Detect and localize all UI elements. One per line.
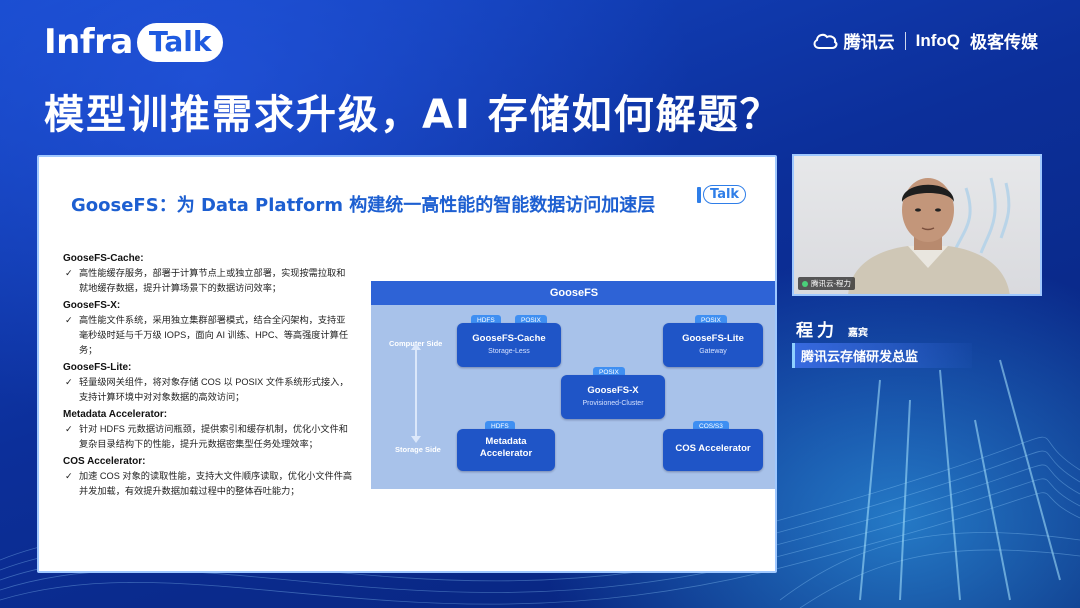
feature-item: ✓ 高性能文件系统，采用独立集群部署模式，结合全闪架构，支持亚毫秒级时延与千万级 … xyxy=(63,313,353,358)
talk-logo-pill: Talk xyxy=(703,185,747,204)
wall-decoration xyxy=(954,177,1011,254)
speaker-name: 程力 xyxy=(796,321,838,341)
node-subtitle: Storage-Less xyxy=(488,348,530,355)
camera-name-tag: 腾讯云-程力 xyxy=(798,277,855,290)
camera-name-label: 腾讯云-程力 xyxy=(811,279,851,288)
page-title: 模型训推需求升级，AI 存储如何解题？ xyxy=(44,92,782,138)
node-goosefs-x: GooseFS-X Provisioned-Cluster xyxy=(561,375,665,419)
node-metadata-accelerator: Metadata Accelerator xyxy=(457,429,555,471)
presentation-slide: GooseFS：为 Data Platform 构建统一高性能的智能数据访问加速… xyxy=(37,155,777,573)
goosefs-architecture-diagram: GooseFS Computer Side Storage Side HDFS … xyxy=(371,281,775,489)
speaker-title: 腾讯云存储研发总监 xyxy=(792,343,972,368)
feature-heading: GooseFS-X: xyxy=(63,300,121,311)
node-cos-accelerator: COS Accelerator xyxy=(663,429,763,471)
check-icon: ✓ xyxy=(65,315,73,325)
infratalk-logo: Infra Talk xyxy=(44,22,224,62)
logo-infra-text: Infra xyxy=(44,22,133,62)
speaker-portrait xyxy=(848,178,1010,294)
slide-talk-logo: Talk xyxy=(697,185,747,204)
infoq-brand: InfoQ xyxy=(916,31,960,51)
feature-item: ✓ 加速 COS 对象的读取性能，支持大文件顺序读取，优化小文件件高并发加载，有效… xyxy=(63,469,353,499)
check-icon: ✓ xyxy=(65,268,73,278)
brand-divider xyxy=(904,31,906,50)
logo-talk-pill: Talk xyxy=(136,22,224,62)
node-goosefs-cache: GooseFS-Cache Storage-Less xyxy=(457,323,561,367)
feature-heading: GooseFS-Cache: xyxy=(63,253,144,264)
diagram-header: GooseFS xyxy=(371,281,775,305)
sponsor-brands: 腾讯云 InfoQ 极客传媒 xyxy=(812,28,1038,53)
speaker-camera-feed: 腾讯云-程力 xyxy=(792,154,1042,296)
speaker-role: 嘉宾 xyxy=(848,328,868,339)
check-icon: ✓ xyxy=(65,424,73,434)
node-subtitle: Provisioned-Cluster xyxy=(582,400,644,407)
cloud-icon xyxy=(813,33,838,49)
node-title: COS Accelerator xyxy=(675,443,751,454)
node-title-line2: Accelerator xyxy=(479,448,533,459)
feature-list: GooseFS-Cache: ✓ 高性能缓存服务，部署于计算节点上或独立部署，实现… xyxy=(63,249,353,499)
double-arrow-icon xyxy=(411,343,421,443)
tencent-cloud-brand: 腾讯云 xyxy=(812,28,895,53)
node-title: GooseFS-Cache xyxy=(472,333,546,344)
storage-side-label: Storage Side xyxy=(395,445,441,454)
talk-logo-bar xyxy=(697,186,701,203)
feature-text: 高性能缓存服务，部署于计算节点上或独立部署，实现按需拉取和就地缓存数据，提升计算… xyxy=(79,268,346,293)
feature-heading: COS Accelerator: xyxy=(63,456,146,467)
infoq-label: InfoQ xyxy=(915,30,960,50)
speaker-info: 程力 嘉宾 腾讯云存储研发总监 xyxy=(792,316,972,368)
feature-text: 加速 COS 对象的读取性能，支持大文件顺序读取，优化小文件件高并发加载，有效提… xyxy=(79,471,353,496)
geek-media-label: 极客传媒 xyxy=(970,33,1038,52)
feature-text: 轻量级网关组件，将对象存储 COS 以 POSIX 文件系统形式接入，支持计算环… xyxy=(79,377,349,402)
feature-heading: Metadata Accelerator: xyxy=(63,409,168,420)
slide-title: GooseFS：为 Data Platform 构建统一高性能的智能数据访问加速… xyxy=(71,195,656,216)
speaker-name-row: 程力 嘉宾 xyxy=(792,316,972,341)
feature-heading: GooseFS-Lite: xyxy=(63,362,132,373)
tencent-cloud-label: 腾讯云 xyxy=(843,33,895,52)
feature-item: ✓ 高性能缓存服务，部署于计算节点上或独立部署，实现按需拉取和就地缓存数据，提升计… xyxy=(63,266,353,296)
node-title-line1: Metadata xyxy=(485,436,527,447)
feature-item: ✓ 针对 HDFS 元数据访问瓶颈，提供索引和缓存机制，优化小文件和复杂目录结构下… xyxy=(63,422,353,452)
node-title: GooseFS-X xyxy=(587,385,639,396)
check-icon: ✓ xyxy=(65,377,73,387)
node-title: GooseFS-Lite xyxy=(682,333,744,344)
node-subtitle: Gateway xyxy=(699,348,727,355)
feature-text: 针对 HDFS 元数据访问瓶颈，提供索引和缓存机制，优化小文件和复杂目录结构下的… xyxy=(79,424,348,449)
check-icon: ✓ xyxy=(65,471,73,481)
feature-item: ✓ 轻量级网关组件，将对象存储 COS 以 POSIX 文件系统形式接入，支持计算… xyxy=(63,375,353,405)
feature-text: 高性能文件系统，采用独立集群部署模式，结合全闪架构，支持亚毫秒级时延与千万级 I… xyxy=(79,315,349,355)
node-goosefs-lite: GooseFS-Lite Gateway xyxy=(663,323,763,367)
mic-status-icon xyxy=(802,280,808,287)
